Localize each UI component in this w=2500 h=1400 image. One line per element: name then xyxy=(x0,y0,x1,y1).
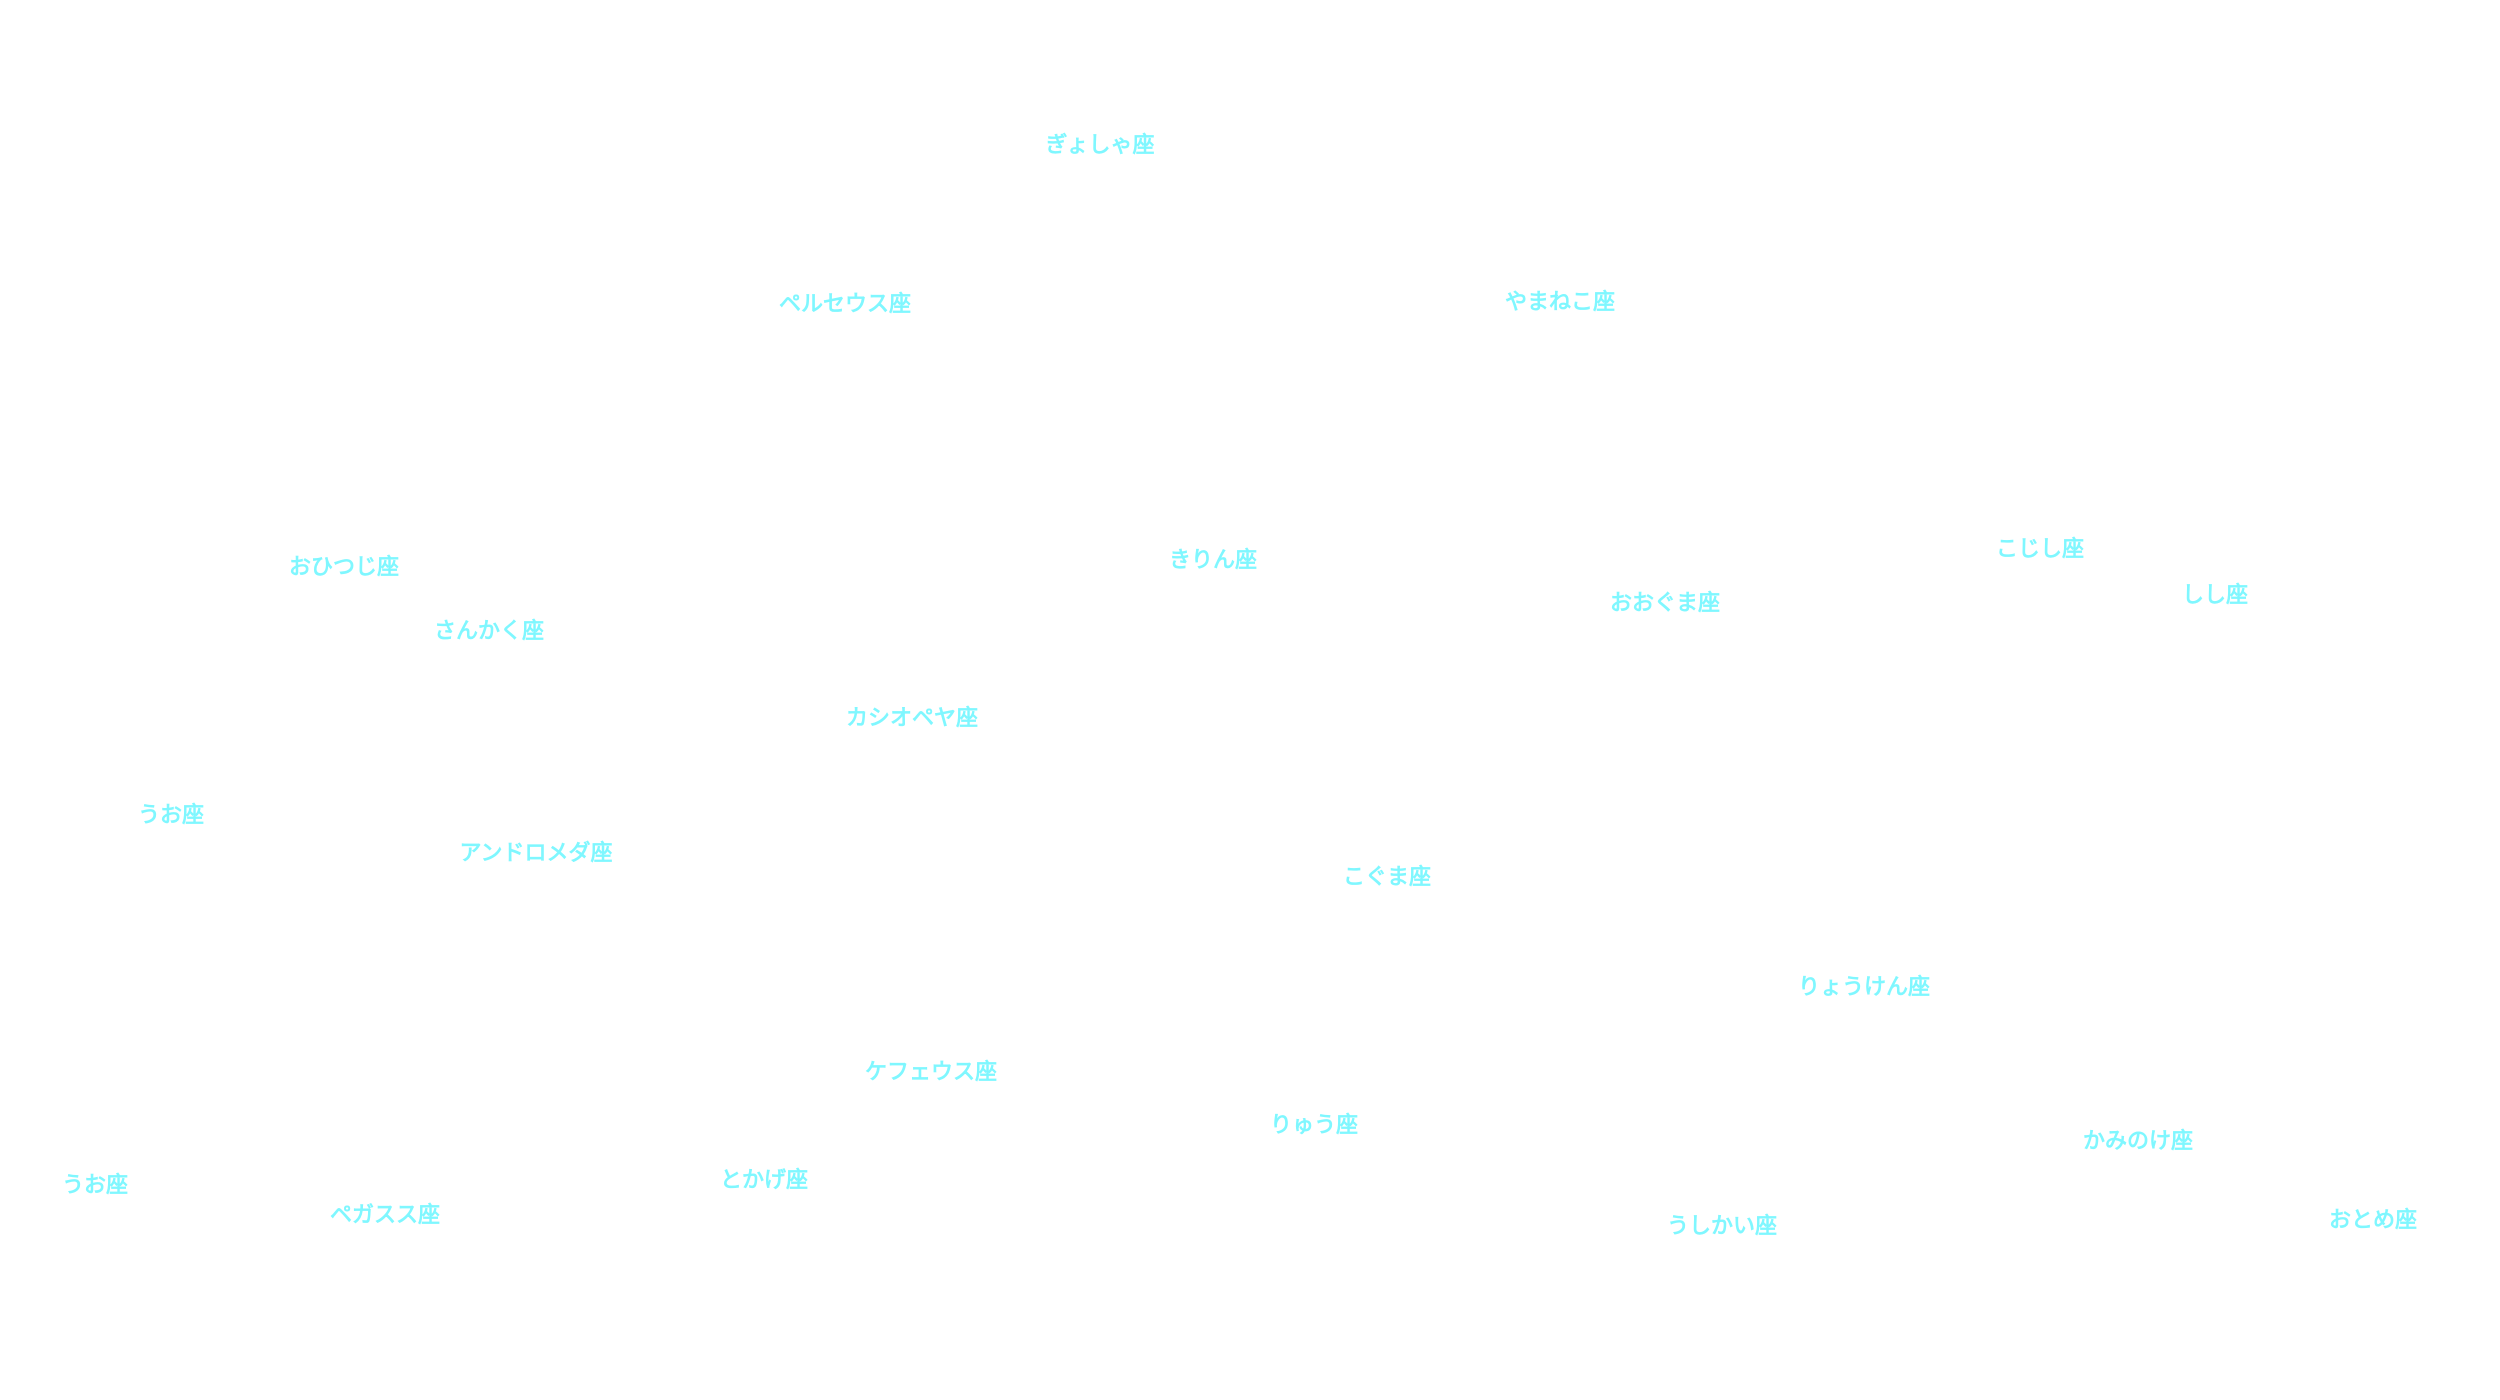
label-camelopardalis: きりん座 xyxy=(1168,548,1258,573)
label-lacerta: とかげ座 xyxy=(719,1168,809,1193)
label-leo-minor: こじし座 xyxy=(1995,537,2085,562)
label-aries: おひつじ座 xyxy=(288,555,400,580)
label-ursa-major: おおぐま座 xyxy=(1609,591,1721,616)
label-cepheus: ケフェウス座 xyxy=(864,1060,998,1085)
label-cassiopeia: カシオペヤ座 xyxy=(845,706,979,731)
label-auriga: ぎょしゃ座 xyxy=(1045,133,1155,158)
label-virgo: おとめ座 xyxy=(2328,1208,2418,1233)
label-draco: りゅう座 xyxy=(1269,1113,1359,1138)
label-canes-venatici: りょうけん座 xyxy=(1797,975,1931,1000)
label-coma-berenices: かみのけ座 xyxy=(2082,1129,2194,1154)
label-pisces: うお座 xyxy=(137,803,205,828)
label-andromeda: アンドロメダ座 xyxy=(459,841,613,866)
label-bootes: うしかい座 xyxy=(1666,1214,1778,1239)
label-pegasus: ペガスス座 xyxy=(329,1203,441,1228)
label-pisces-2: うお座 xyxy=(61,1173,129,1198)
label-leo: しし座 xyxy=(2181,583,2249,608)
label-perseus: ペルセウス座 xyxy=(778,292,912,317)
label-lynx: やまねこ座 xyxy=(1504,290,1616,315)
label-triangulum: さんかく座 xyxy=(433,619,545,644)
label-ursa-minor: こぐま座 xyxy=(1342,865,1432,890)
